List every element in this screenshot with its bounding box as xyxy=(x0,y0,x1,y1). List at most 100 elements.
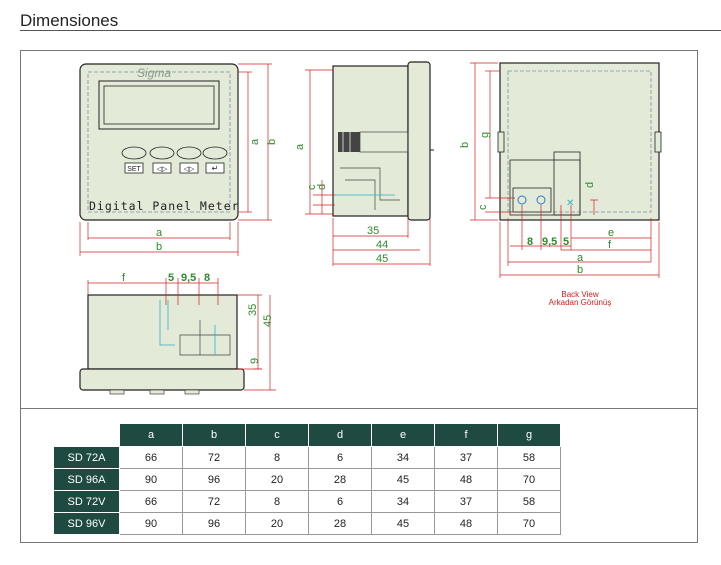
table-cell: 66 xyxy=(119,490,183,513)
model-cell: SD 96V xyxy=(53,512,120,535)
table-header: a xyxy=(119,423,183,447)
set-button-label: SET xyxy=(127,166,141,173)
top-dim-8: 8 xyxy=(204,272,210,284)
side-view: a c d 35 44 45 xyxy=(294,61,434,266)
table-row: SD 72V 66 72 8 6 34 37 58 xyxy=(53,490,561,513)
table-cell: 90 xyxy=(119,512,183,535)
title-underline xyxy=(20,30,721,31)
button-oval-2 xyxy=(149,146,175,160)
table-header: g xyxy=(497,423,561,447)
table-cell: 66 xyxy=(119,446,183,469)
table-cell: 72 xyxy=(182,490,246,513)
side-dim-c: c xyxy=(306,184,318,190)
table-cell: 70 xyxy=(497,512,561,535)
button-oval-1 xyxy=(121,146,147,160)
left-right-button-label-2: ◁▷ xyxy=(184,165,195,173)
top-view: f 5 9,5 8 35 45 9 xyxy=(79,272,276,395)
table-header: b xyxy=(182,423,246,447)
display-window xyxy=(98,80,220,130)
table-row: SD 96V 90 96 20 28 45 48 70 xyxy=(53,512,561,535)
table-cell: 58 xyxy=(497,490,561,513)
table-cell: 20 xyxy=(245,512,309,535)
button-oval-4 xyxy=(202,146,228,160)
back-dim-b-horizontal: b xyxy=(577,264,583,276)
table-cell: 34 xyxy=(371,446,435,469)
table-cell: 45 xyxy=(371,512,435,535)
model-cell: SD 72V xyxy=(53,490,120,513)
table-cell: 34 xyxy=(371,490,435,513)
model-cell: SD 72A xyxy=(53,446,120,469)
back-view-caption: Back View xyxy=(561,290,598,299)
back-dim-a: a xyxy=(577,252,584,264)
side-bezel xyxy=(407,61,431,221)
button-oval-3 xyxy=(176,146,202,160)
top-dim-9-5: 9,5 xyxy=(181,272,196,284)
table-cell: 8 xyxy=(245,446,309,469)
table-header-row: a b c d e f g xyxy=(53,423,561,447)
display-lcd xyxy=(103,85,215,125)
front-view: Sigma SET ◁▷ ◁▷ ↵ Digital Panel Meter a … xyxy=(79,63,278,256)
table-header: c xyxy=(245,423,309,447)
back-dim-e: e xyxy=(608,227,614,239)
table-cell: 70 xyxy=(497,468,561,491)
top-dim-45: 45 xyxy=(262,315,274,327)
table-header: e xyxy=(371,423,435,447)
top-dim-f: f xyxy=(122,272,126,284)
table-cell: 72 xyxy=(182,446,246,469)
table-cell: 90 xyxy=(119,468,183,491)
side-dim-a: a xyxy=(294,143,306,150)
back-dim-8: 8 xyxy=(527,236,533,248)
table-cell: 28 xyxy=(308,468,372,491)
table-cell: 45 xyxy=(371,468,435,491)
table-cell: 37 xyxy=(434,446,498,469)
table-cell: 8 xyxy=(245,490,309,513)
top-dim-9: 9 xyxy=(249,358,261,364)
back-dim-b-vertical: b xyxy=(459,142,471,148)
top-bezel xyxy=(79,368,245,391)
table-row: SD 96A 90 96 20 28 45 48 70 xyxy=(53,468,561,491)
back-dim-d: d xyxy=(584,182,596,188)
enter-button-label: ↵ xyxy=(212,164,219,173)
back-dim-f: f xyxy=(608,239,612,251)
side-clip xyxy=(338,132,360,152)
table-cell: 96 xyxy=(182,468,246,491)
table-cell: 37 xyxy=(434,490,498,513)
side-dim-44: 44 xyxy=(376,239,388,251)
left-right-button-label-1: ◁▷ xyxy=(157,165,168,173)
table-cell: 48 xyxy=(434,512,498,535)
front-inner-outline xyxy=(87,71,231,213)
table-row: SD 72A 66 72 8 6 34 37 58 xyxy=(53,446,561,469)
front-dim-b-vertical: b xyxy=(266,139,278,145)
back-dim-5: 5 xyxy=(563,236,569,248)
svg-text:✕: ✕ xyxy=(566,198,574,209)
panel-caption: Digital Panel Meter xyxy=(89,199,240,213)
top-body xyxy=(87,294,238,370)
front-dim-a-vertical: a xyxy=(249,138,261,145)
model-cell: SD 96A xyxy=(53,468,120,491)
top-dim-35: 35 xyxy=(247,304,259,316)
table-cell: 48 xyxy=(434,468,498,491)
side-dim-45: 45 xyxy=(376,253,388,265)
back-view: ✕ b g c d 8 9,5 5 e f a b Back View xyxy=(459,62,662,307)
top-dim-5: 5 xyxy=(168,272,174,284)
drawing-frame xyxy=(20,50,698,543)
front-dim-a-horizontal: a xyxy=(156,227,163,239)
page-title: Dimensiones xyxy=(20,11,119,30)
back-dim-g: g xyxy=(479,132,491,138)
table-cell: 20 xyxy=(245,468,309,491)
side-dim-35: 35 xyxy=(367,225,379,237)
table-cell: 28 xyxy=(308,512,372,535)
table-corner-cell xyxy=(53,423,120,447)
frame-divider xyxy=(20,408,698,409)
brand-logo: Sigma xyxy=(137,66,171,80)
table-cell: 96 xyxy=(182,512,246,535)
back-inner-outline xyxy=(507,70,652,213)
technical-drawing: .body{fill:#e3ead8;stroke:#222;stroke-wi… xyxy=(79,61,662,395)
table-cell: 6 xyxy=(308,446,372,469)
table-header: d xyxy=(308,423,372,447)
back-dim-c: c xyxy=(477,204,489,210)
back-view-caption-tr: Arkadan Görünüş xyxy=(549,298,612,307)
table-header: f xyxy=(434,423,498,447)
dimensions-table: a b c d e f g SD 72A 66 72 8 6 34 37 58 … xyxy=(53,423,561,535)
table-cell: 6 xyxy=(308,490,372,513)
